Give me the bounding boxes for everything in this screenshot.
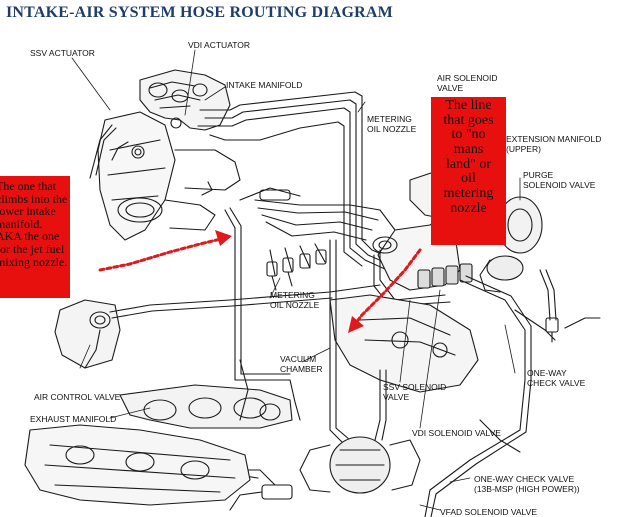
right-note-line: nozzle (450, 200, 487, 216)
label-metering-oil-nozzle-top-line2: OIL NOZZLE (367, 124, 417, 134)
label-vacuum-chamber-line2: CHAMBER (280, 364, 323, 374)
left-note-line: mixing nozzle. (0, 254, 68, 269)
label-one-way-check-valve-right-line1: ONE-WAY (527, 368, 567, 378)
right-note-line: land" or (446, 156, 491, 172)
label-vacuum-chamber-line1: VACUUM (280, 354, 317, 364)
label-exhaust-manifold: EXHAUST MANIFOLD (30, 414, 117, 424)
right-note-line: that goes (443, 112, 494, 128)
label-metering-oil-nozzle-bottom-line1: METERING (270, 290, 315, 300)
exhaust-manifold-drawing (24, 359, 293, 506)
right-note-line: oil (461, 171, 476, 187)
hose-bundle-upper (197, 91, 401, 381)
left-note-line: for the jet fuel (0, 241, 65, 256)
left-note-line: climbs into the (0, 191, 68, 206)
label-metering-oil-nozzle-bottom-line2: OIL NOZZLE (270, 300, 320, 310)
label-ssv-solenoid-valve-line2: VALVE (383, 392, 410, 402)
label-one-way-check-valve-bottom-line2: (13B-MSP (HIGH POWER)) (474, 484, 580, 494)
hose-bundle-lower (289, 239, 532, 517)
label-vdi-actuator: VDI ACTUATOR (188, 40, 251, 50)
label-purge-solenoid-valve-line1: PURGE (523, 170, 554, 180)
left-note-line: The one that (0, 179, 56, 193)
label-extension-manifold-line1: EXTENSION MANIFOLD (506, 134, 602, 144)
throttle-body (229, 436, 421, 511)
leader-lines (71, 49, 521, 511)
label-vfad-solenoid-valve: VFAD SOLENOID VALVE (440, 507, 537, 517)
left-note-line: manifold. (0, 216, 43, 231)
air-control-valve (54, 284, 381, 369)
left-arrowhead (215, 230, 232, 246)
label-air-solenoid-valve-line1: AIR SOLENOID (437, 73, 498, 83)
right-note-line: metering (443, 186, 494, 202)
label-air-control-valve: AIR CONTROL VALVE (34, 392, 121, 402)
label-air-solenoid-valve-line2: VALVE (437, 83, 464, 93)
left-note-line: AKA the one (0, 229, 60, 244)
diagram-title: INTAKE-AIR SYSTEM HOSE ROUTING DIAGRAM (6, 4, 393, 21)
label-extension-manifold-line2: (UPPER) (506, 144, 541, 154)
red-arrows (98, 236, 422, 330)
metering-nozzle-lines (201, 181, 396, 291)
right-note-line: to "no (451, 127, 486, 143)
extension-manifold (329, 294, 479, 393)
label-ssv-actuator: SSV ACTUATOR (30, 48, 95, 58)
left-note-line: lower intake (0, 204, 56, 219)
left-annotation-arrow (98, 236, 227, 272)
right-annotation-arrow (350, 248, 422, 330)
right-note-line: The line (445, 98, 492, 113)
label-ssv-solenoid-valve-line1: SSV SOLENOID (383, 382, 447, 392)
label-vdi-solenoid-valve: VDI SOLENOID VALVE (412, 428, 501, 438)
left-annotation-note: The one that climbs into the lower intak… (0, 176, 70, 298)
intake-manifold-drawing (89, 69, 241, 241)
right-arrowhead (348, 316, 364, 333)
label-intake-manifold: INTAKE MANIFOLD (226, 80, 303, 90)
label-one-way-check-valve-right-line2: CHECK VALVE (527, 378, 586, 388)
label-one-way-check-valve-bottom-line1: ONE-WAY CHECK VALVE (474, 474, 575, 484)
label-purge-solenoid-valve-line2: SOLENOID VALVE (523, 180, 596, 190)
right-note-line: mans (453, 142, 484, 158)
label-metering-oil-nozzle-top-line1: METERING (367, 114, 412, 124)
right-annotation-note: The line that goes to "no mans land" or … (431, 97, 506, 245)
